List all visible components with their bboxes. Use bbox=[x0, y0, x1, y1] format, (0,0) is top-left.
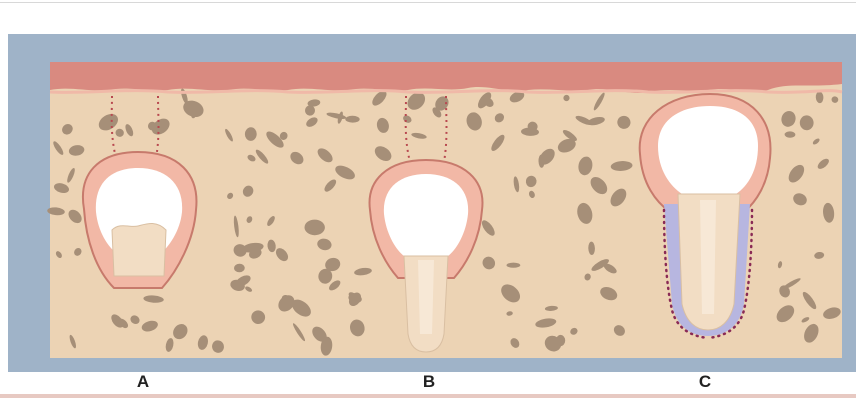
dentin-a bbox=[112, 224, 166, 277]
top-divider bbox=[0, 2, 856, 3]
pulp-c bbox=[700, 200, 716, 314]
pulp-b bbox=[418, 260, 434, 334]
tooth-eruption-illustration bbox=[8, 34, 856, 372]
enamel-crown-b bbox=[384, 174, 468, 256]
panel-label-a: A bbox=[128, 372, 158, 392]
eruption-diagram-svg bbox=[8, 34, 856, 372]
panel-label-c: C bbox=[690, 372, 720, 392]
bottom-divider bbox=[0, 394, 856, 398]
enamel-crown-c bbox=[658, 106, 758, 194]
gingiva bbox=[50, 62, 842, 93]
panel-label-b: B bbox=[414, 372, 444, 392]
trabecula bbox=[507, 263, 521, 268]
gingiva-lower-edge bbox=[50, 91, 842, 93]
